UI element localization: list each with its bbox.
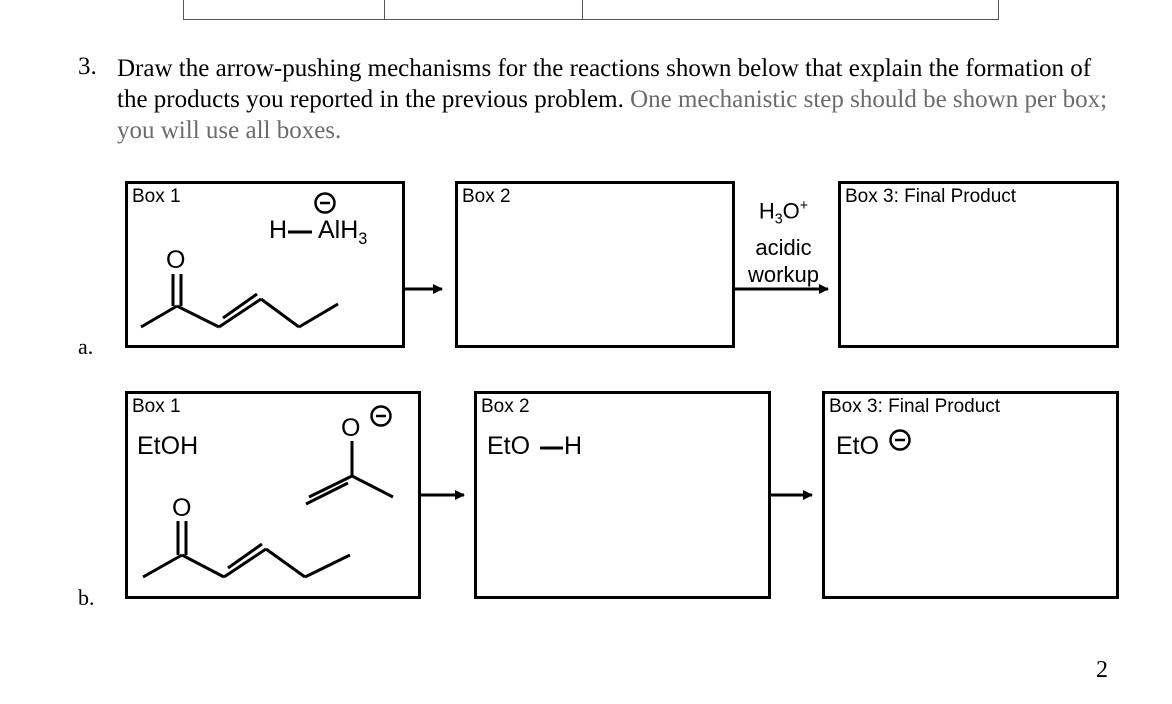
carbonyl-oxygen: O xyxy=(166,246,186,274)
negative-charge-icon xyxy=(370,405,392,427)
enolate-oxygen: O xyxy=(341,414,361,442)
question-number: 3. xyxy=(78,53,97,80)
box-1-label: Box 1 xyxy=(132,186,181,207)
table-divider xyxy=(384,0,385,19)
workup-reagent: H3O+ acidic workup xyxy=(748,198,819,287)
enolate-structure xyxy=(305,441,394,506)
box-2-label: Box 2 xyxy=(481,396,530,417)
box-1-label: Box 1 xyxy=(132,396,181,417)
question-text: Draw the arrow-pushing mechanisms for th… xyxy=(117,53,1117,146)
enone-structure-b xyxy=(142,521,351,579)
ethoxide-group: EtO xyxy=(487,432,531,460)
table-divider xyxy=(582,0,583,19)
part-a-box-3[interactable]: Box 3: Final Product xyxy=(838,181,1119,348)
part-b-box-3[interactable]: Box 3: Final Product xyxy=(822,391,1119,599)
carbonyl-oxygen: O xyxy=(172,494,192,522)
part-a-label: a. xyxy=(78,334,94,359)
part-b-box-2[interactable]: Box 2 xyxy=(474,391,771,599)
part-b-box-1[interactable]: Box 1 xyxy=(125,391,421,599)
negative-charge-icon xyxy=(889,429,911,451)
box-3-label: Box 3: Final Product xyxy=(845,186,1017,207)
box-3-label: Box 3: Final Product xyxy=(829,396,1001,417)
aluminum-hydride: AlH3 xyxy=(318,216,368,248)
ethanol-hydrogen: H xyxy=(564,432,583,460)
page-number: 2 xyxy=(1096,657,1108,683)
ethoxide-product: EtO xyxy=(836,432,880,460)
question-main-text: Draw the arrow-pushing mechanisms for th… xyxy=(117,55,1092,113)
part-a-box-1[interactable]: Box 1 xyxy=(125,181,405,348)
previous-table xyxy=(183,0,999,20)
negative-charge-icon xyxy=(314,192,336,214)
hydride-h: H xyxy=(269,216,288,244)
box-2-label: Box 2 xyxy=(462,186,511,207)
question-instruction: One mechanistic step should be shown per… xyxy=(117,86,1108,144)
ethanol-solvent: EtOH xyxy=(137,432,199,460)
part-a-box-2[interactable]: Box 2 xyxy=(455,181,735,348)
enone-structure-a xyxy=(140,274,339,329)
part-b-label: b. xyxy=(78,585,95,610)
